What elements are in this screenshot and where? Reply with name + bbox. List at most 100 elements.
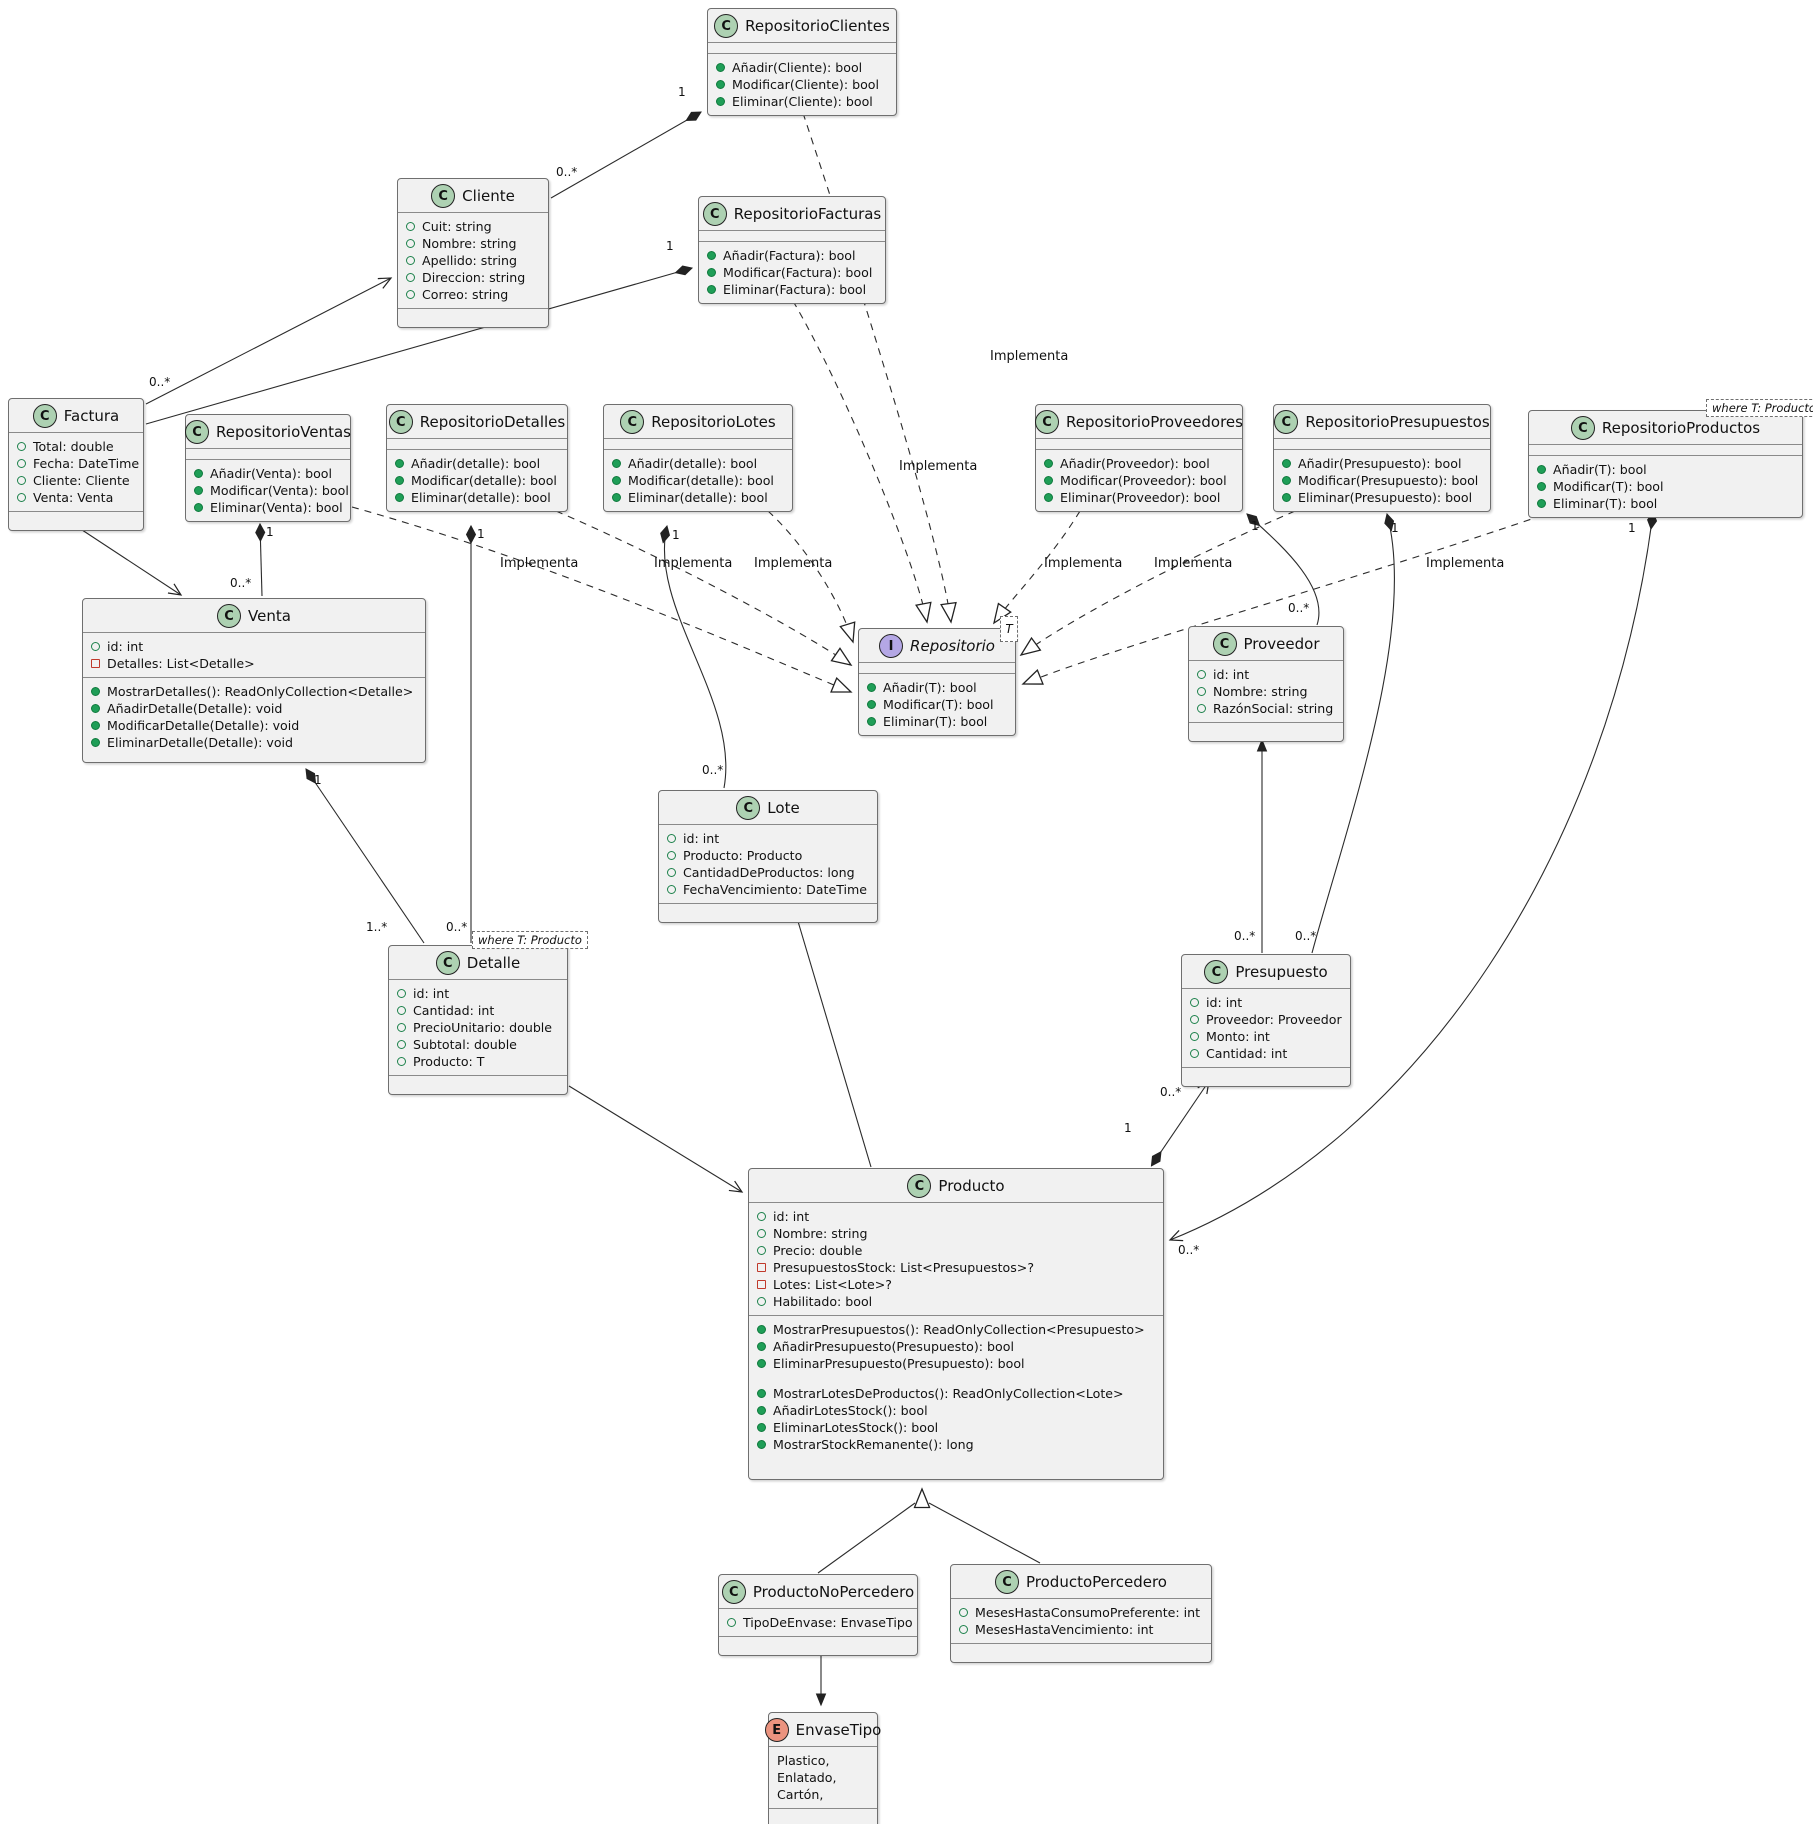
method-icon bbox=[1537, 465, 1546, 474]
public-attribute-icon bbox=[17, 442, 26, 451]
member-row: Añadir(T): bool bbox=[867, 679, 1007, 696]
member-row: Modificar(Proveedor): bool bbox=[1044, 472, 1234, 489]
member-row: CantidadDeProductos: long bbox=[667, 864, 869, 881]
class-header: C RepositorioClientes bbox=[708, 9, 896, 42]
multiplicity-label: 0..* bbox=[1160, 1085, 1181, 1099]
member-row: Cliente: Cliente bbox=[17, 472, 135, 489]
member-row: AñadirDetalle(Detalle): void bbox=[91, 700, 417, 717]
member-text: Eliminar(Presupuesto): bool bbox=[1298, 490, 1473, 505]
public-attribute-icon bbox=[667, 851, 676, 860]
class-repositorio-lotes: C RepositorioLotes Añadir(detalle): bool… bbox=[603, 404, 793, 512]
member-row: Modificar(Cliente): bool bbox=[716, 76, 888, 93]
class-title: RepositorioVentas bbox=[216, 423, 351, 441]
member-row: Cuit: string bbox=[406, 218, 540, 235]
methods-section bbox=[389, 1075, 567, 1094]
public-attribute-icon bbox=[727, 1618, 736, 1627]
attributes-section bbox=[1274, 438, 1490, 449]
member-text: MostrarStockRemanente(): long bbox=[773, 1437, 974, 1452]
class-title: Presupuesto bbox=[1235, 963, 1328, 981]
multiplicity-label: 1 bbox=[666, 239, 674, 253]
methods-section bbox=[951, 1643, 1211, 1662]
member-row: Modificar(T): bool bbox=[867, 696, 1007, 713]
public-attribute-icon bbox=[1197, 704, 1206, 713]
member-row: Eliminar(Venta): bool bbox=[194, 499, 343, 516]
public-attribute-icon bbox=[757, 1297, 766, 1306]
stereotype-icon: C bbox=[185, 420, 210, 444]
attributes-section bbox=[708, 42, 896, 53]
method-icon bbox=[1044, 476, 1053, 485]
member-row: Enlatado, bbox=[777, 1769, 869, 1786]
class-producto-no-percedero: C ProductoNoPercedero TipoDeEnvase: Enva… bbox=[718, 1574, 918, 1656]
public-attribute-icon bbox=[406, 273, 415, 282]
member-text: Producto: Producto bbox=[683, 848, 803, 863]
generic-constraint-note: where T: Producto bbox=[1706, 399, 1813, 417]
member-text: Modificar(detalle): bool bbox=[628, 473, 774, 488]
member-row: Añadir(Venta): bool bbox=[194, 465, 342, 482]
member-text: id: int bbox=[773, 1209, 810, 1224]
member-row: Venta: Venta bbox=[17, 489, 135, 506]
class-header: C RepositorioVentas bbox=[185, 415, 351, 448]
member-row: Cantidad: int bbox=[1190, 1045, 1342, 1062]
stereotype-icon: C bbox=[1204, 960, 1229, 984]
member-text: PrecioUnitario: double bbox=[413, 1020, 553, 1035]
member-row: Añadir(Cliente): bool bbox=[716, 59, 888, 76]
member-text: Modificar(T): bool bbox=[883, 697, 994, 712]
edge-repositorioproductos-producto bbox=[1170, 513, 1653, 1240]
attributes-section bbox=[387, 438, 567, 449]
public-attribute-icon bbox=[959, 1608, 968, 1617]
method-icon bbox=[867, 683, 876, 692]
member-row: Precio: double bbox=[757, 1242, 1155, 1259]
public-attribute-icon bbox=[397, 1023, 406, 1032]
stereotype-icon: C bbox=[907, 1174, 932, 1198]
member-text: Habilitado: bool bbox=[773, 1294, 873, 1309]
member-text: Eliminar(Factura): bool bbox=[723, 282, 867, 297]
member-row: Correo: string bbox=[406, 286, 540, 303]
public-attribute-icon bbox=[757, 1212, 766, 1221]
method-icon bbox=[716, 80, 725, 89]
member-text: MostrarDetalles(): ReadOnlyCollection<De… bbox=[107, 684, 414, 699]
member-text: Precio: double bbox=[773, 1243, 863, 1258]
class-title: RepositorioProductos bbox=[1601, 419, 1761, 437]
member-text: id: int bbox=[107, 639, 144, 654]
member-text: Modificar(Proveedor): bool bbox=[1060, 473, 1227, 488]
member-row: MesesHastaConsumoPreferente: int bbox=[959, 1604, 1203, 1621]
public-attribute-icon bbox=[959, 1625, 968, 1634]
member-row: Direccion: string bbox=[406, 269, 540, 286]
generic-constraint-note: where T: Producto bbox=[472, 931, 588, 949]
member-row: PrecioUnitario: double bbox=[397, 1019, 559, 1036]
method-icon bbox=[707, 268, 716, 277]
class-header: C RepositorioFacturas bbox=[699, 197, 885, 230]
method-icon bbox=[1282, 459, 1291, 468]
member-row: Nombre: string bbox=[406, 235, 540, 252]
member-text: Subtotal: double bbox=[413, 1037, 517, 1052]
method-icon bbox=[91, 721, 100, 730]
member-row: Eliminar(T): bool bbox=[1537, 495, 1794, 512]
multiplicity-label: 1 bbox=[678, 85, 686, 99]
attributes-section bbox=[1529, 444, 1802, 455]
member-text: Total: double bbox=[33, 439, 114, 454]
class-repositorio-proveedores: C RepositorioProveedores Añadir(Proveedo… bbox=[1035, 404, 1243, 512]
class-title: EnvaseTipo bbox=[795, 1721, 882, 1739]
member-text: EliminarDetalle(Detalle): void bbox=[107, 735, 294, 750]
member-row: Detalles: List<Detalle> bbox=[91, 655, 417, 672]
member-text: MostrarLotesDeProductos(): ReadOnlyColle… bbox=[773, 1386, 1124, 1401]
methods-section bbox=[719, 1636, 917, 1655]
member-text: RazónSocial: string bbox=[1213, 701, 1334, 716]
edge-impl-facturas bbox=[792, 300, 932, 624]
public-attribute-icon bbox=[91, 642, 100, 651]
methods-section bbox=[1182, 1067, 1350, 1086]
member-row: Fecha: DateTime bbox=[17, 455, 139, 472]
multiplicity-label: 1 bbox=[1628, 521, 1636, 535]
member-text: Cantidad: int bbox=[413, 1003, 495, 1018]
stereotype-icon: C bbox=[431, 184, 456, 208]
member-row: Total: double bbox=[17, 438, 135, 455]
